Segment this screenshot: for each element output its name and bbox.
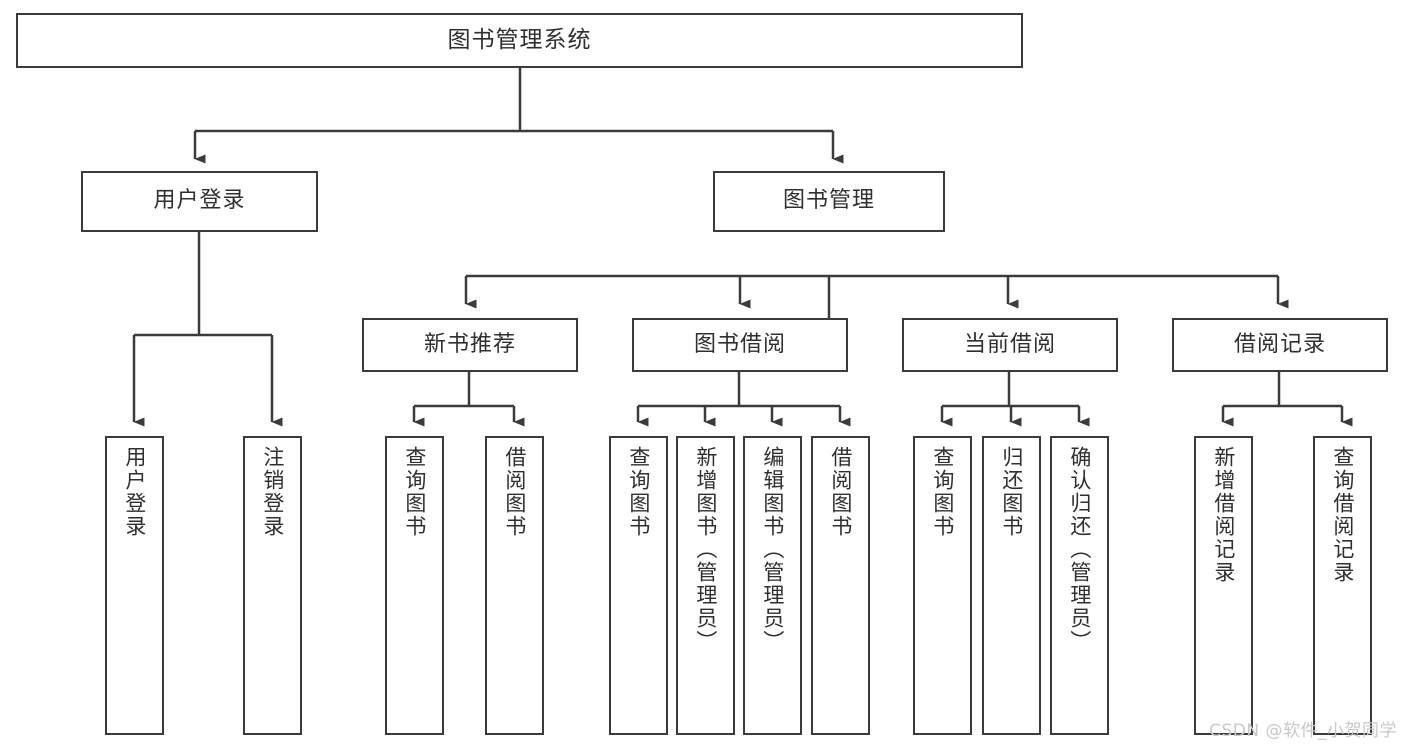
leaf-borrow-book-borrow[interactable]: 借阅图书 (811, 436, 870, 735)
node-label: 归还图书 (999, 446, 1024, 538)
leaf-return-book[interactable]: 归还图书 (982, 436, 1041, 735)
node-label: 当前借阅 (963, 331, 1056, 357)
leaf-confirm-return[interactable]: 确认归还（管理员） (1050, 436, 1109, 735)
node-label: 借阅图书 (502, 446, 527, 538)
node-label: 确认归还（管理员） (1067, 446, 1092, 653)
node-user-login[interactable]: 用户登录 (81, 171, 318, 232)
leaf-query-book-borrow[interactable]: 查询图书 (609, 436, 668, 735)
watermark: CSDN @软件_小贺同学 (1209, 721, 1397, 741)
node-label: 查询借阅记录 (1330, 446, 1355, 584)
leaf-query-book-current[interactable]: 查询图书 (913, 436, 972, 735)
leaf-add-book[interactable]: 新增图书（管理员） (676, 436, 735, 735)
node-label: 查询图书 (930, 446, 955, 538)
node-label: 借阅图书 (828, 446, 853, 538)
leaf-add-borrow-record[interactable]: 新增借阅记录 (1194, 436, 1253, 735)
leaf-user-login[interactable]: 用户登录 (105, 436, 164, 735)
leaf-query-borrow-record[interactable]: 查询借阅记录 (1313, 436, 1372, 735)
leaf-query-book-recommend[interactable]: 查询图书 (385, 436, 444, 735)
node-label: 新增借阅记录 (1211, 446, 1236, 584)
node-label: 查询图书 (402, 446, 427, 538)
node-label: 用户登录 (122, 446, 147, 538)
node-label: 查询图书 (626, 446, 651, 538)
leaf-borrow-book-recommend[interactable]: 借阅图书 (485, 436, 544, 735)
node-label: 新增图书（管理员） (693, 446, 718, 653)
node-label: 借阅记录 (1233, 331, 1326, 357)
node-label: 用户登录 (153, 188, 246, 214)
node-book-manage[interactable]: 图书管理 (713, 171, 945, 232)
node-label: 新书推荐 (423, 331, 516, 357)
leaf-edit-book[interactable]: 编辑图书（管理员） (743, 436, 802, 735)
node-book-borrow[interactable]: 图书借阅 (632, 318, 848, 372)
node-label: 编辑图书（管理员） (760, 446, 785, 653)
node-label: 注销登录 (260, 446, 285, 538)
node-label: 图书管理系统 (447, 26, 592, 53)
node-book-management-system[interactable]: 图书管理系统 (16, 13, 1023, 68)
leaf-logout-login[interactable]: 注销登录 (243, 436, 302, 735)
node-current-borrow[interactable]: 当前借阅 (902, 318, 1118, 372)
node-label: 图书借阅 (693, 331, 786, 357)
node-new-book-recommend[interactable]: 新书推荐 (362, 318, 578, 372)
node-borrow-record[interactable]: 借阅记录 (1172, 318, 1388, 372)
node-label: 图书管理 (782, 188, 875, 214)
